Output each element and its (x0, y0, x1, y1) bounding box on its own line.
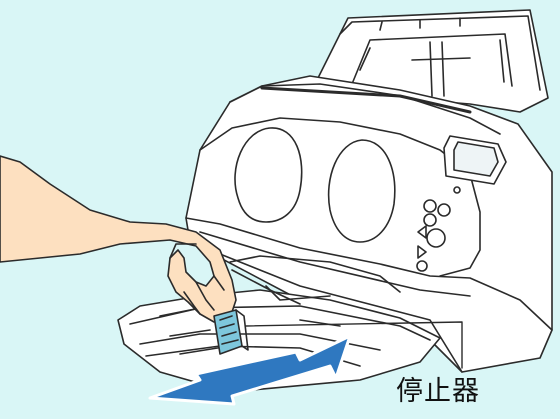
callout-label-stopper: 停止器 (396, 372, 480, 412)
